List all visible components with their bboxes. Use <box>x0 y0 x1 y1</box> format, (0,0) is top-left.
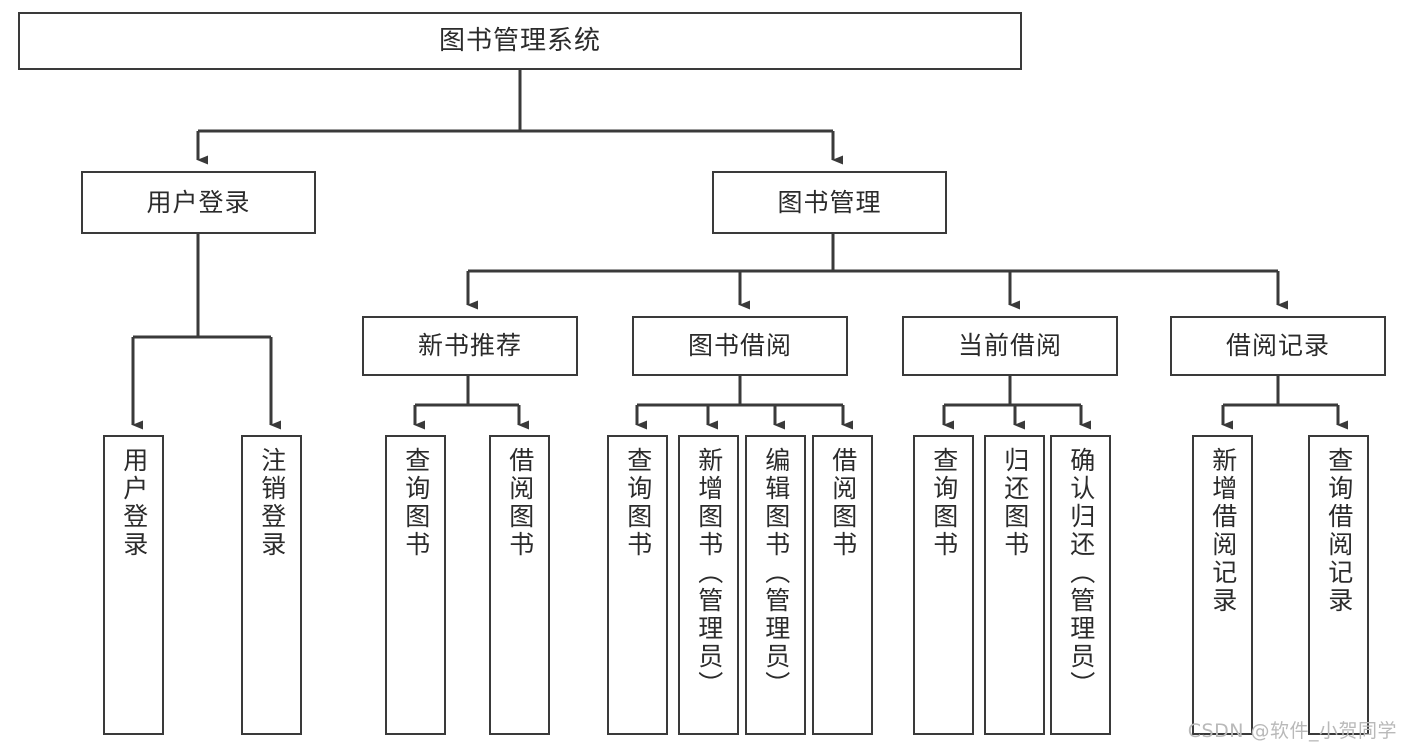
node-label: 图书管理系统 <box>438 25 601 56</box>
node-label: 查询图书 <box>401 447 431 559</box>
node-label: 图书借阅 <box>687 331 792 361</box>
leaf-book-borrow-borrow-book[interactable]: 借阅图书 <box>812 435 873 735</box>
leaf-borrow-record-query-record[interactable]: 查询借阅记录 <box>1308 435 1369 735</box>
csdn-watermark: CSDN @软件_小贺同学 <box>1187 720 1397 742</box>
node-label: 新增借阅记录 <box>1208 447 1238 615</box>
node-label: 归还图书 <box>1000 447 1030 559</box>
node-label: 图书管理 <box>777 187 882 217</box>
leaf-book-borrow-edit-book-admin[interactable]: 编辑图书（管理员） <box>745 435 806 735</box>
leaf-current-borrow-query-book[interactable]: 查询图书 <box>913 435 974 735</box>
leaf-book-borrow-query-book[interactable]: 查询图书 <box>607 435 668 735</box>
leaf-user-login-logout[interactable]: 注销登录 <box>241 435 302 735</box>
node-label: 借阅图书 <box>828 447 858 559</box>
node-label: 用户登录 <box>119 447 149 559</box>
node-label: 借阅图书 <box>505 447 535 559</box>
leaf-book-borrow-add-book-admin[interactable]: 新增图书（管理员） <box>678 435 739 735</box>
leaf-current-borrow-return-book[interactable]: 归还图书 <box>984 435 1045 735</box>
node-label: 注销登录 <box>257 447 287 559</box>
node-label: 查询图书 <box>929 447 959 559</box>
leaf-borrow-record-add-record[interactable]: 新增借阅记录 <box>1192 435 1253 735</box>
node-label: 当前借阅 <box>957 331 1062 361</box>
node-label: 查询图书 <box>623 447 653 559</box>
node-label: 编辑图书（管理员） <box>761 447 791 699</box>
node-current-borrow[interactable]: 当前借阅 <box>902 316 1118 376</box>
leaf-new-book-borrow-book[interactable]: 借阅图书 <box>489 435 550 735</box>
node-borrow-record[interactable]: 借阅记录 <box>1170 316 1386 376</box>
node-label: 查询借阅记录 <box>1324 447 1354 615</box>
leaf-user-login-login[interactable]: 用户登录 <box>103 435 164 735</box>
leaf-new-book-query-book[interactable]: 查询图书 <box>385 435 446 735</box>
node-label: 借阅记录 <box>1225 331 1330 361</box>
node-book-management[interactable]: 图书管理 <box>712 171 947 234</box>
node-label: 用户登录 <box>146 187 251 217</box>
node-user-login[interactable]: 用户登录 <box>81 171 316 234</box>
node-label: 新书推荐 <box>417 331 522 361</box>
node-book-borrow[interactable]: 图书借阅 <box>632 316 848 376</box>
node-label: 新增图书（管理员） <box>694 447 724 699</box>
leaf-current-borrow-confirm-return-admin[interactable]: 确认归还（管理员） <box>1050 435 1111 735</box>
node-label: 确认归还（管理员） <box>1066 447 1096 699</box>
node-root-library-system[interactable]: 图书管理系统 <box>18 12 1022 70</box>
node-new-book-recommend[interactable]: 新书推荐 <box>362 316 578 376</box>
